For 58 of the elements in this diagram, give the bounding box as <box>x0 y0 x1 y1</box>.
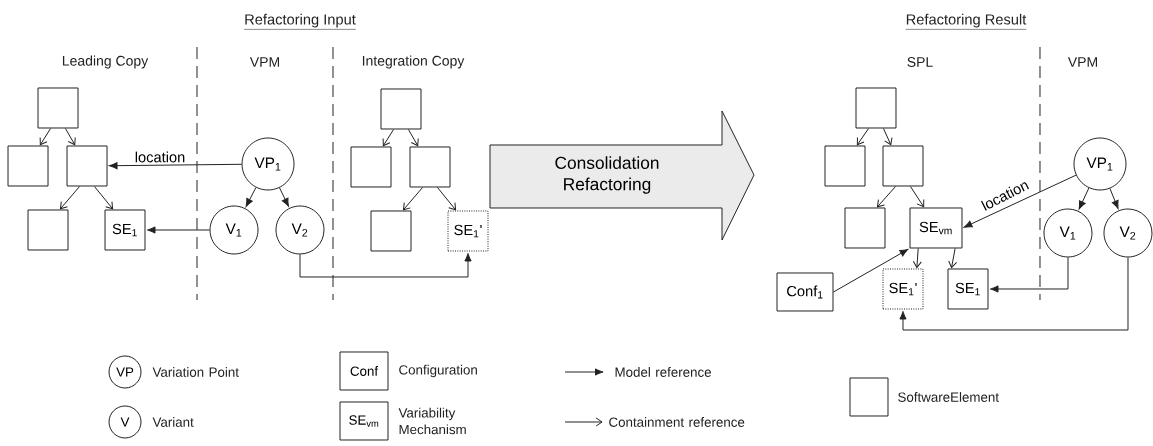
column-heading: SPL <box>907 57 933 67</box>
arrow <box>65 128 76 146</box>
arrow <box>876 186 897 208</box>
empty-box <box>855 87 897 129</box>
empty-box <box>37 87 79 129</box>
element-box: SE$_{1}$' <box>882 268 924 310</box>
arrow <box>407 129 419 147</box>
empty-box <box>66 145 108 187</box>
arrow <box>402 187 424 211</box>
arrow <box>856 128 870 146</box>
empty-box <box>824 145 866 187</box>
arrow <box>1109 188 1119 209</box>
legend-text: Variability Mechanism <box>398 407 466 435</box>
arrow <box>59 186 81 210</box>
column-heading: Integration Copy <box>362 55 465 69</box>
column-heading: VPM <box>1067 57 1097 67</box>
section-title: Refactoring Result <box>905 13 1027 30</box>
empty-box <box>882 145 924 187</box>
legend-text: Model reference <box>615 367 711 377</box>
arrow <box>948 248 958 269</box>
legend-text: Configuration <box>399 364 477 378</box>
empty-box <box>27 209 69 251</box>
arrow <box>146 226 210 234</box>
arrow <box>909 186 925 208</box>
element-box: SE$_{vm}$ <box>909 207 963 249</box>
element-box: SE$_{1}$' <box>447 210 489 252</box>
arrow <box>912 248 922 269</box>
arrow <box>382 129 395 147</box>
empty-box <box>380 88 422 130</box>
arrow <box>963 174 1077 228</box>
column-heading: VPM <box>249 57 279 67</box>
column-heading: Leading Copy <box>62 55 149 69</box>
element-box: SE$_{1}$ <box>947 268 989 310</box>
element-box: SE$_{1}$ <box>104 209 146 251</box>
empty-box <box>370 210 412 252</box>
edge-label: location <box>133 150 187 164</box>
legend-text: SoftwareElement <box>898 392 999 402</box>
element-box: Conf$_{1}$ <box>776 272 834 312</box>
legend-text: Containment reference <box>609 417 745 427</box>
legend-text: Variant <box>152 417 194 427</box>
arrow <box>436 187 457 211</box>
empty-box <box>7 145 49 187</box>
empty-box <box>844 207 886 249</box>
arrow <box>1078 187 1090 210</box>
legend-text: Variation Point <box>152 367 239 377</box>
section-title: Refactoring Input <box>243 13 357 30</box>
arrow <box>94 186 114 210</box>
arrow <box>899 257 1129 331</box>
arrow <box>833 248 909 293</box>
arrow <box>245 187 257 207</box>
arrow <box>989 257 1069 293</box>
arrow <box>279 187 289 207</box>
arrow <box>108 162 242 170</box>
arrow <box>39 128 52 146</box>
arrow <box>882 128 893 146</box>
empty-box <box>350 146 392 188</box>
empty-box <box>409 146 451 188</box>
arrow <box>299 252 472 278</box>
